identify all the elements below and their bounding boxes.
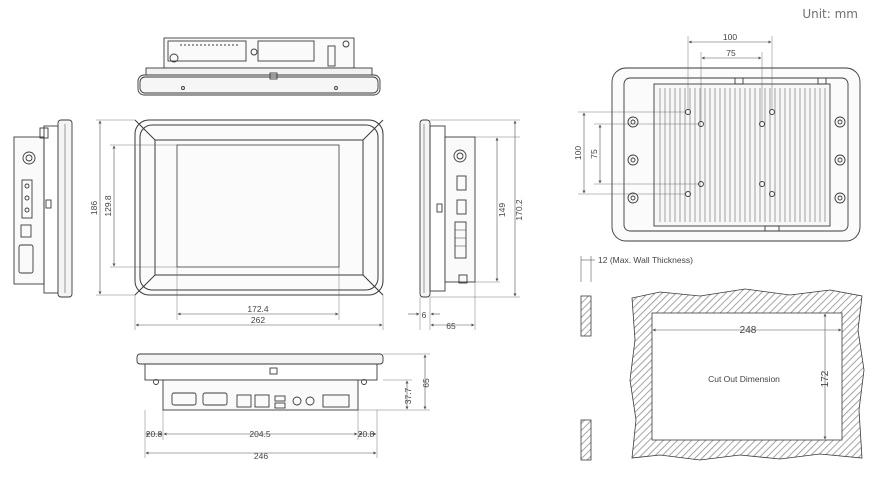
dim-bottom-mid: 204.5	[249, 429, 271, 439]
dim-side-149: 149	[497, 203, 507, 217]
dim-bottom-total: 246	[254, 451, 268, 461]
wall-section	[580, 256, 595, 461]
wall-thickness-label: 12 (Max. Wall Thickness)	[598, 255, 693, 265]
dim-total-width: 262	[251, 315, 265, 325]
bottom-dimensions	[144, 353, 430, 458]
right-side-view	[419, 119, 476, 298]
side-dimensions	[408, 119, 520, 330]
cutout-label: Cut Out Dimension	[708, 374, 780, 384]
dim-bottom-left: 20.8	[146, 429, 163, 439]
front-view	[134, 119, 384, 296]
dim-side-170: 170.2	[514, 199, 524, 221]
rear-view	[611, 67, 861, 242]
dim-display-width: 172.4	[247, 304, 269, 314]
dim-side-step: 6	[422, 310, 427, 320]
dim-display-height: 129.8	[103, 195, 113, 217]
cutout-dimensions	[652, 313, 842, 440]
unit-label: Unit: mm	[802, 7, 858, 21]
dim-cutout-width: 248	[740, 325, 757, 336]
dim-total-height: 186	[89, 201, 99, 215]
dim-bottom-right: 20.8	[358, 429, 375, 439]
front-dimensions	[96, 119, 384, 330]
dim-side-depth: 65	[446, 321, 456, 331]
dim-vesa-75-h: 75	[726, 48, 736, 58]
cutout-view	[629, 288, 865, 461]
bottom-view	[136, 353, 384, 411]
dim-vesa-75-v: 75	[589, 149, 599, 159]
dim-bottom-height: 65	[421, 378, 431, 388]
dim-vesa-100-v: 100	[573, 146, 583, 160]
rear-dimensions	[578, 36, 773, 195]
dim-bottom-io: 37.7	[403, 387, 413, 404]
dim-cutout-height: 172	[820, 370, 831, 387]
left-side-view	[13, 119, 73, 298]
dim-vesa-100-h: 100	[723, 32, 737, 42]
top-view	[137, 37, 381, 96]
